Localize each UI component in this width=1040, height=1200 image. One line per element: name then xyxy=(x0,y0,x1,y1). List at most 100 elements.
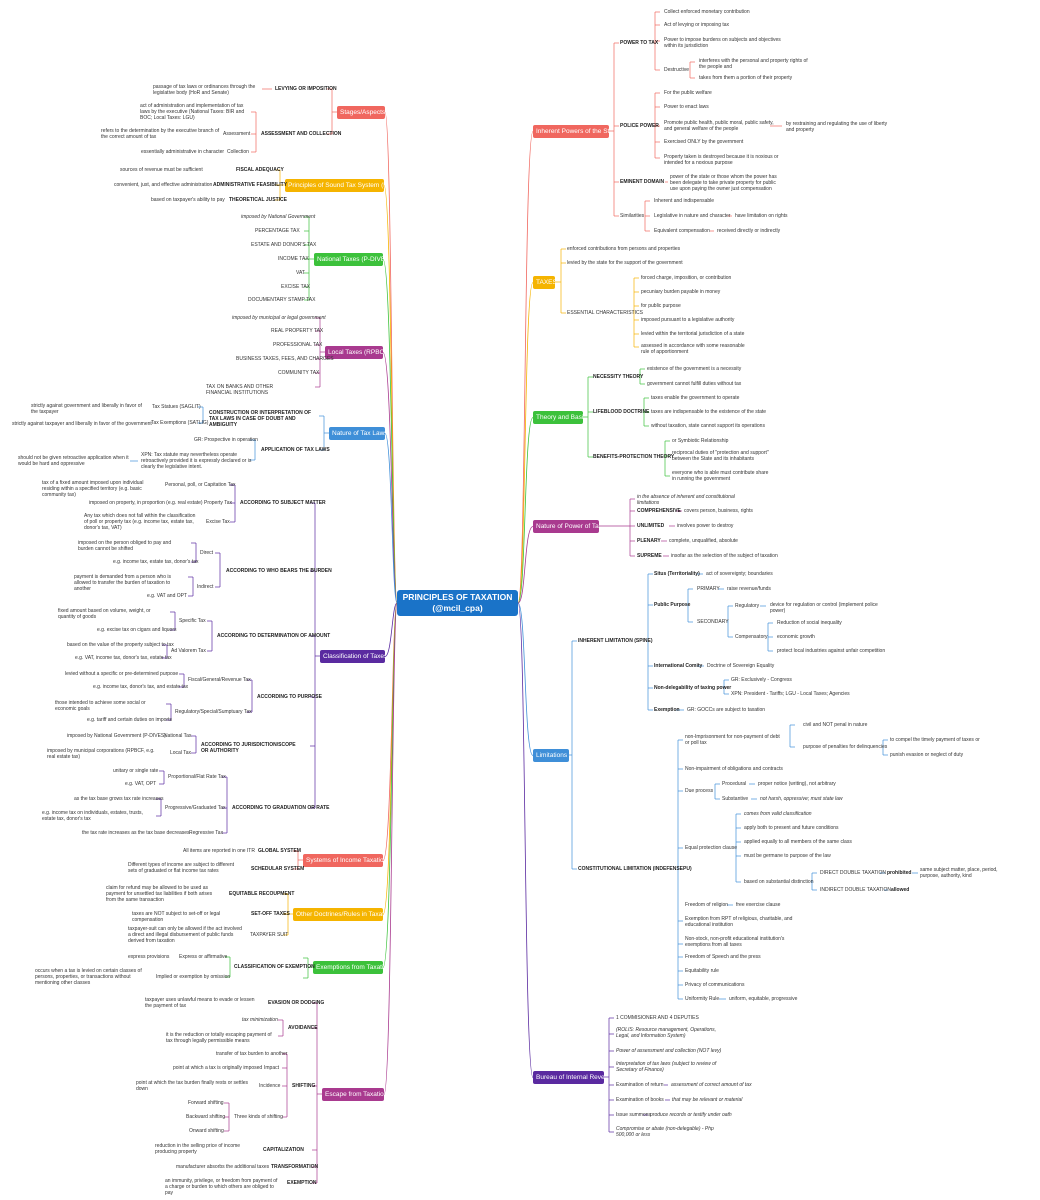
node-text: Procedural xyxy=(722,781,747,787)
node-text: REAL PROPERTY TAX xyxy=(271,328,324,334)
node-text: civil and NOT penal in nature xyxy=(803,722,868,728)
node-text: imposed by municipal or legal government xyxy=(232,315,326,321)
node-text: ACCORDING TO GRADUATION OR RATE xyxy=(232,805,330,811)
branch-national[interactable]: National Taxes (P-DIVES) xyxy=(314,253,383,266)
node-text: an immunity, privilege, or freedom from … xyxy=(165,1178,278,1196)
branch-nature_power[interactable]: Nature of Power of Taxation (CUPS) xyxy=(533,520,599,533)
node-text: EXCISE TAX xyxy=(281,284,310,290)
node-text: Assessment xyxy=(223,131,251,137)
node-text: Impact xyxy=(264,1065,280,1071)
branch-bir[interactable]: Bureau of Internal Revenue xyxy=(533,1071,604,1084)
node-text: PLENARY xyxy=(637,538,661,544)
node-text: EVASION OR DODGING xyxy=(268,1000,325,1006)
branch-exemptions[interactable]: Exemptions from Taxation xyxy=(313,961,383,974)
node-text: fixed amount based on volume, weight, or… xyxy=(58,608,151,620)
node-text: BENEFITS-PROTECTION THEORY xyxy=(593,454,675,460)
branch-connector xyxy=(517,131,534,604)
node-text: Non-delegability of taxing power xyxy=(654,685,732,691)
node-text: LEVYING OR IMPOSITION xyxy=(275,86,337,92)
node-text: GR: Exclusively - Congress xyxy=(731,677,792,683)
node-text: GR: Prospective in operation xyxy=(194,437,258,443)
node-text: TAXPAYER SUIT xyxy=(250,932,289,938)
node-text: Forward shifting xyxy=(188,1100,224,1106)
node-text: unitary or single rate xyxy=(113,768,159,774)
node-text: Examination of return xyxy=(616,1082,664,1088)
branch-limitations[interactable]: Limitations xyxy=(533,749,569,762)
branch-local[interactable]: Local Taxes (RPBCF) xyxy=(325,346,383,359)
root-node[interactable]: PRINCIPLES OF TAXATION (@mcil_cpa) xyxy=(397,590,518,616)
node-text: Freedom of religion xyxy=(685,902,729,908)
node-text: received directly or indirectly xyxy=(717,228,781,234)
node-text: insofar as the selection of the subject … xyxy=(671,553,778,559)
node-text: imposed on property, in proportion (e.g.… xyxy=(89,500,203,506)
node-text: Examination of books xyxy=(616,1097,664,1103)
node-text: tax of a fixed amount imposed upon indiv… xyxy=(42,480,144,498)
node-text: based on taxpayer's ability to pay xyxy=(151,197,225,203)
node-text: free exercise clause xyxy=(736,902,781,908)
node-text: Implied or exemption by omission xyxy=(156,974,231,980)
node-text: XPN: President - Tariffs; LGU - Local Ta… xyxy=(731,691,850,697)
node-text: assessment of correct amount of tax xyxy=(671,1082,752,1088)
node-text: strictly against taxpayer and liberally … xyxy=(12,421,152,427)
node-text: complete, unqualified, absolute xyxy=(669,538,738,544)
node-text: ADMINISTRATIVE FEASIBILITY xyxy=(213,182,288,188)
branch-doctrines[interactable]: Other Doctrines/Rules in Taxation xyxy=(293,908,383,921)
branch-classification[interactable]: Classification of Taxes xyxy=(320,650,385,663)
branch-stages[interactable]: Stages/Aspects xyxy=(337,106,385,119)
node-text: Freedom of Speech and the press xyxy=(685,954,761,960)
node-text: Progressive/Graduated Tax xyxy=(165,805,226,811)
node-text: NECESSITY THEORY xyxy=(593,374,644,380)
branch-theory[interactable]: Theory and Basis xyxy=(533,411,583,424)
branch-nature_laws[interactable]: Nature of Tax Laws xyxy=(329,427,385,440)
branch-inherent[interactable]: Inherent Powers of the State xyxy=(533,125,609,138)
node-text: GLOBAL SYSTEM xyxy=(258,848,301,854)
branch-principles[interactable]: Principles of Sound Tax System (FAT) xyxy=(285,179,384,192)
node-text: TAX ON BANKS AND OTHER FINANCIAL INSTITU… xyxy=(206,384,274,396)
branch-taxes[interactable]: TAXES xyxy=(533,276,555,289)
node-text: Public Purpose xyxy=(654,602,691,608)
node-text: Equivalent compensation xyxy=(654,228,710,234)
node-text: Indirect xyxy=(197,584,214,590)
node-text: SHIFTING xyxy=(292,1083,316,1089)
node-text: produce records or testify under oath xyxy=(650,1112,732,1118)
node-text: INCOME TAX xyxy=(278,256,309,262)
node-text: covers person, business, rights xyxy=(684,508,753,514)
node-text: e.g. excise tax on cigars and liquors xyxy=(97,627,177,633)
node-text: Onward shifting xyxy=(189,1128,224,1134)
node-text: applied equally to all members of the sa… xyxy=(744,839,852,845)
branch-systems[interactable]: Systems of Income Taxation xyxy=(303,854,383,867)
node-text: Express or affirmative xyxy=(179,954,228,960)
node-text: Regulatory/Special/Sumptuary Tax xyxy=(175,709,252,715)
root-handle: (@mcil_cpa) xyxy=(432,603,483,613)
node-text: have limitation on rights xyxy=(735,213,788,219)
node-text: POLICE POWER xyxy=(620,123,659,129)
node-text: Direct xyxy=(200,550,214,556)
node-text: POWER TO TAX xyxy=(620,40,659,46)
branch-connector xyxy=(384,433,398,604)
node-text: e.g. income tax on individuals, estates,… xyxy=(42,810,143,822)
node-text: Due process xyxy=(685,788,714,794)
node-text: comes from valid classification xyxy=(744,811,812,817)
node-text: VAT xyxy=(296,270,305,276)
node-text: levied by the state for the support of t… xyxy=(567,260,683,266)
node-text: taxes enable the government to operate xyxy=(651,395,740,401)
node-text: INDIRECT DOUBLE TAXATION xyxy=(820,887,892,893)
node-text: CONSTITUTIONAL LIMITATION (INDEFENSEPU) xyxy=(578,866,692,872)
node-text: Equal protection clause xyxy=(685,845,737,851)
node-text: device for regulation or control (implem… xyxy=(770,602,878,614)
branch-escape[interactable]: Escape from Taxation xyxy=(322,1088,384,1101)
node-text: Power of assessment and collection (NOT … xyxy=(616,1048,722,1054)
node-text: Different types of income are subject to… xyxy=(128,862,234,874)
node-text: convenient, just, and effective administ… xyxy=(114,182,213,188)
node-text: allowed xyxy=(891,887,910,893)
node-text: uniform, equitable, progressive xyxy=(729,996,798,1002)
node-text: prohibited xyxy=(887,870,912,876)
node-text: Collection xyxy=(227,149,249,155)
node-text: as the tax base grows tax rate increases xyxy=(74,796,164,802)
node-text: express provisions xyxy=(128,954,170,960)
node-text: TRANSFORMATION xyxy=(271,1164,319,1170)
node-text: Non-impairment of obligations and contra… xyxy=(685,766,783,772)
node-text: Property taken is destroyed because it i… xyxy=(664,154,779,166)
node-text: point at which the tax burden finally re… xyxy=(136,1080,249,1092)
node-text: COMPREHENSIVE xyxy=(637,508,681,514)
